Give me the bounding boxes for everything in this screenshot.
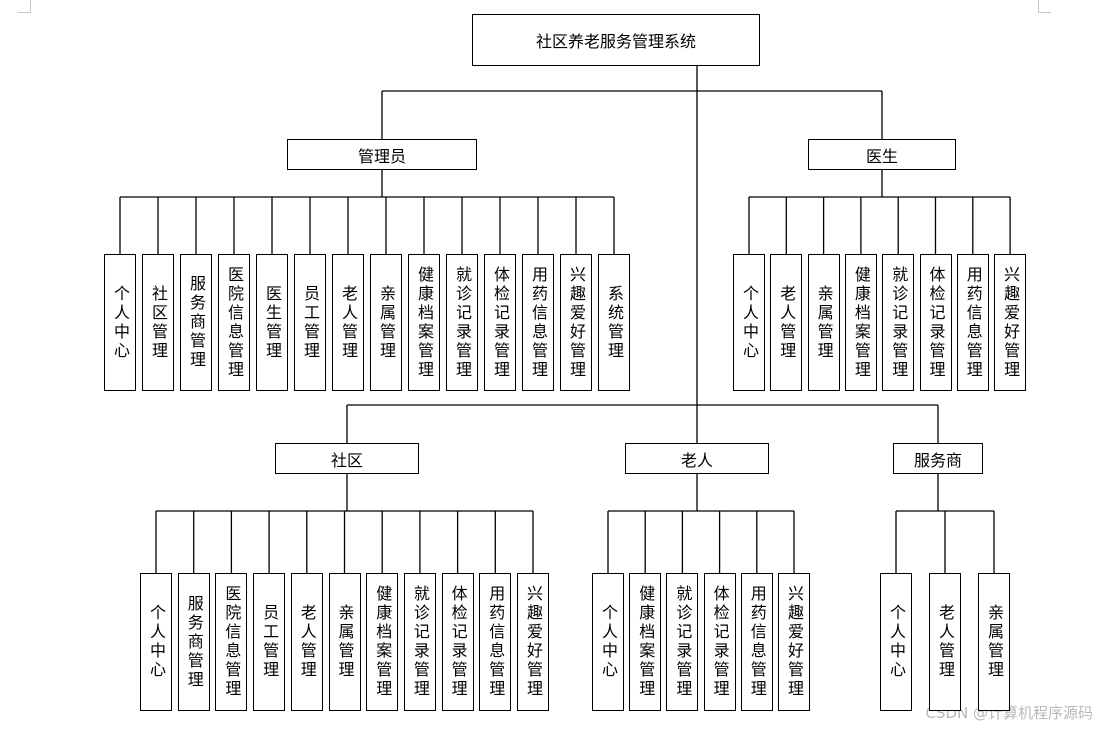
leaf-node-doctor: 体检记录管理 bbox=[919, 254, 952, 391]
leaf-node-doctor: 兴趣爱好管理 bbox=[994, 254, 1027, 391]
leaf-node-elder: 用药信息管理 bbox=[740, 573, 773, 711]
leaf-label: 个人中心 bbox=[147, 604, 166, 680]
leaf-label: 兴趣爱好管理 bbox=[785, 585, 804, 699]
leaf-node-provider: 个人中心 bbox=[880, 573, 912, 711]
leaf-node-community: 个人中心 bbox=[140, 573, 172, 711]
leaf-label: 个人中心 bbox=[599, 604, 618, 680]
leaf-node-community: 就诊记录管理 bbox=[403, 573, 436, 711]
leaf-label: 老人管理 bbox=[777, 284, 797, 361]
leaf-label: 用药信息管理 bbox=[529, 265, 548, 380]
leaf-node-community: 医院信息管理 bbox=[215, 573, 248, 711]
leaf-label: 用药信息管理 bbox=[963, 265, 983, 380]
leaf-node-admin: 员工管理 bbox=[294, 254, 326, 391]
leaf-node-elder: 健康档案管理 bbox=[629, 573, 662, 711]
leaf-label: 亲属管理 bbox=[335, 604, 355, 680]
leaf-node-admin: 亲属管理 bbox=[370, 254, 402, 391]
leaf-node-doctor: 就诊记录管理 bbox=[882, 254, 915, 391]
leaf-node-admin: 健康档案管理 bbox=[408, 254, 440, 391]
leaf-label: 亲属管理 bbox=[814, 284, 834, 361]
leaf-label: 员工管理 bbox=[260, 604, 280, 680]
leaf-label: 健康档案管理 bbox=[636, 585, 656, 699]
leaf-node-community: 服务商管理 bbox=[177, 573, 210, 711]
leaf-label: 社区管理 bbox=[149, 284, 168, 361]
leaf-label: 老人管理 bbox=[297, 604, 317, 680]
leaf-node-community: 兴趣爱好管理 bbox=[517, 573, 549, 711]
leaf-node-doctor: 健康档案管理 bbox=[844, 254, 877, 391]
leaf-label: 就诊记录管理 bbox=[453, 265, 472, 380]
leaf-node-admin: 老人管理 bbox=[332, 254, 364, 391]
leaf-node-admin: 就诊记录管理 bbox=[446, 254, 478, 391]
leaf-label: 就诊记录管理 bbox=[410, 585, 430, 699]
leaf-node-community: 体检记录管理 bbox=[441, 573, 474, 711]
leaf-label: 服务商管理 bbox=[184, 594, 204, 690]
leaf-node-elder: 体检记录管理 bbox=[703, 573, 736, 711]
leaf-node-community: 老人管理 bbox=[290, 573, 323, 711]
leaf-label: 老人管理 bbox=[339, 284, 358, 361]
leaf-label: 医院信息管理 bbox=[225, 265, 244, 380]
leaf-node-community: 员工管理 bbox=[253, 573, 286, 711]
leaf-node-elder: 就诊记录管理 bbox=[666, 573, 699, 711]
leaf-label: 员工管理 bbox=[301, 284, 320, 361]
leaf-node-doctor: 亲属管理 bbox=[807, 254, 840, 391]
leaf-node-community: 健康档案管理 bbox=[366, 573, 399, 711]
leaf-label: 就诊记录管理 bbox=[673, 585, 693, 699]
leaf-label: 个人中心 bbox=[887, 604, 906, 680]
leaf-label: 体检记录管理 bbox=[710, 585, 730, 699]
leaf-label: 就诊记录管理 bbox=[889, 265, 909, 380]
leaf-label: 亲属管理 bbox=[985, 604, 1004, 680]
leaf-label: 兴趣爱好管理 bbox=[1001, 265, 1021, 380]
leaf-node-doctor: 用药信息管理 bbox=[956, 254, 989, 391]
leaf-node-admin: 社区管理 bbox=[142, 254, 174, 391]
leaf-node-provider: 亲属管理 bbox=[978, 573, 1010, 711]
watermark: CSDN @计算机程序源码 bbox=[925, 704, 1093, 722]
leaf-label: 系统管理 bbox=[605, 284, 624, 361]
leaf-node-elder: 个人中心 bbox=[592, 573, 624, 711]
leaf-node-community: 用药信息管理 bbox=[479, 573, 512, 711]
leaf-node-admin: 医院信息管理 bbox=[218, 254, 250, 391]
leaf-label: 医生管理 bbox=[263, 284, 282, 361]
leaf-label: 体检记录管理 bbox=[926, 265, 946, 380]
page-corner-mark bbox=[18, 0, 31, 13]
leaf-label: 医院信息管理 bbox=[222, 585, 242, 699]
leaf-node-doctor: 老人管理 bbox=[770, 254, 803, 391]
group-node-elder: 老人 bbox=[625, 443, 769, 474]
leaf-node-admin: 个人中心 bbox=[104, 254, 136, 391]
leaf-label: 用药信息管理 bbox=[747, 585, 767, 699]
leaf-label: 亲属管理 bbox=[377, 284, 396, 361]
leaf-node-admin: 医生管理 bbox=[256, 254, 288, 391]
leaf-label: 兴趣爱好管理 bbox=[567, 265, 586, 380]
leaf-node-elder: 兴趣爱好管理 bbox=[778, 573, 810, 711]
leaf-label: 个人中心 bbox=[111, 284, 130, 361]
leaf-label: 体检记录管理 bbox=[491, 265, 510, 380]
leaf-node-admin: 兴趣爱好管理 bbox=[560, 254, 592, 391]
page-corner-mark bbox=[1038, 0, 1051, 13]
leaf-node-admin: 用药信息管理 bbox=[522, 254, 554, 391]
group-node-admin: 管理员 bbox=[287, 139, 477, 170]
leaf-node-provider: 老人管理 bbox=[929, 573, 961, 711]
leaf-label: 用药信息管理 bbox=[486, 585, 506, 699]
leaf-node-community: 亲属管理 bbox=[328, 573, 361, 711]
leaf-label: 老人管理 bbox=[936, 604, 955, 680]
leaf-label: 体检记录管理 bbox=[448, 585, 468, 699]
leaf-label: 健康档案管理 bbox=[851, 265, 871, 380]
root-node: 社区养老服务管理系统 bbox=[472, 14, 760, 66]
leaf-label: 兴趣爱好管理 bbox=[524, 585, 543, 699]
leaf-node-admin: 系统管理 bbox=[598, 254, 630, 391]
group-node-provider: 服务商 bbox=[893, 443, 983, 474]
leaf-node-doctor: 个人中心 bbox=[733, 254, 765, 391]
leaf-label: 健康档案管理 bbox=[373, 585, 393, 699]
leaf-node-admin: 服务商管理 bbox=[180, 254, 212, 391]
leaf-node-admin: 体检记录管理 bbox=[484, 254, 516, 391]
group-node-community: 社区 bbox=[275, 443, 419, 474]
leaf-label: 服务商管理 bbox=[187, 275, 206, 370]
leaf-label: 个人中心 bbox=[740, 284, 759, 361]
leaf-label: 健康档案管理 bbox=[415, 265, 434, 380]
group-node-doctor: 医生 bbox=[808, 139, 956, 170]
